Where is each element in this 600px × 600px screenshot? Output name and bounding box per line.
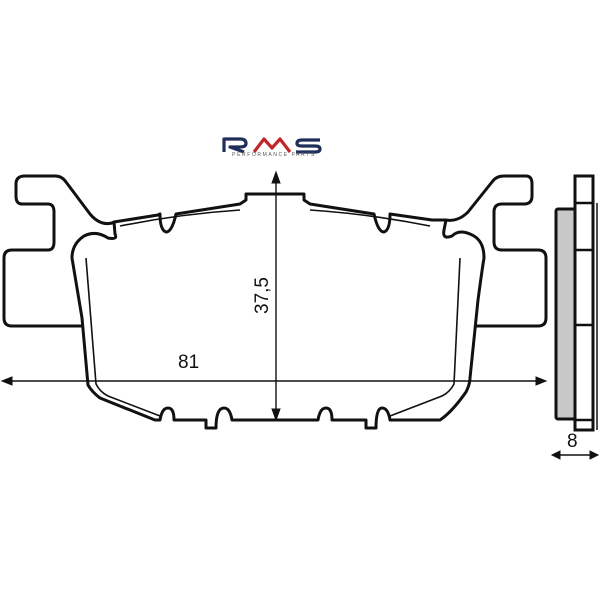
thickness-dimension — [550, 450, 600, 460]
rms-logo-icon — [222, 137, 322, 154]
backing-plate-side — [573, 174, 595, 432]
width-label: 81 — [178, 352, 199, 373]
brand-logo — [222, 136, 326, 162]
thickness-label: 8 — [567, 431, 578, 452]
brand-tagline: PERFORMANCE PARTS — [232, 152, 316, 158]
side-view — [554, 174, 598, 432]
height-label: 37,5 — [252, 277, 273, 314]
friction-material-outline — [85, 209, 461, 417]
backing-plate-outline — [2, 174, 548, 430]
height-dimension — [271, 170, 281, 422]
width-dimension — [0, 376, 548, 386]
